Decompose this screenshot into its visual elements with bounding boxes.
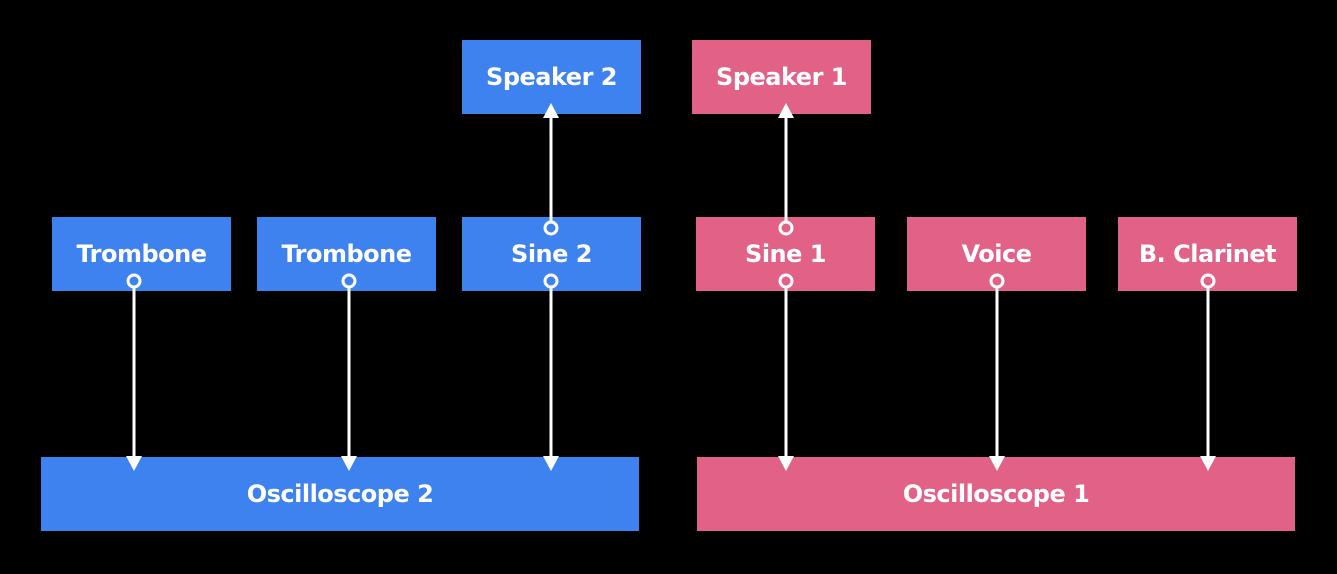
- arrowhead-down-icon: [126, 456, 142, 471]
- output-port-icon[interactable]: [778, 273, 794, 289]
- sine-1-label: Sine 1: [745, 240, 826, 268]
- trombone-label-2: Trombone: [281, 240, 412, 268]
- arrowhead-down-icon: [543, 456, 559, 471]
- arrowhead-down-icon: [341, 456, 357, 471]
- b-clarinet-label: B. Clarinet: [1138, 240, 1277, 268]
- voice-label: Voice: [961, 240, 1032, 268]
- arrowhead-down-icon: [778, 456, 794, 471]
- output-port-icon[interactable]: [543, 220, 559, 236]
- arrowhead-up-icon: [543, 103, 559, 118]
- speaker-2-node[interactable]: Speaker 2: [462, 40, 641, 114]
- oscilloscope-2-label: Oscilloscope 2: [246, 480, 434, 508]
- speaker-2-label: Speaker 2: [486, 63, 617, 91]
- oscilloscope-1-label: Oscilloscope 1: [902, 480, 1090, 508]
- output-port-icon[interactable]: [989, 273, 1005, 289]
- trombone-label-1: Trombone: [76, 240, 207, 268]
- trombone-node-2[interactable]: Trombone: [257, 217, 436, 291]
- speaker-1-label: Speaker 1: [716, 63, 847, 91]
- output-port-icon[interactable]: [126, 273, 142, 289]
- output-port-icon[interactable]: [1200, 273, 1216, 289]
- arrowhead-down-icon: [989, 456, 1005, 471]
- output-port-icon[interactable]: [341, 273, 357, 289]
- oscilloscope-1-node[interactable]: Oscilloscope 1: [697, 457, 1295, 531]
- arrowhead-up-icon: [778, 103, 794, 118]
- trombone-node-1[interactable]: Trombone: [52, 217, 231, 291]
- arrowhead-down-icon: [1200, 456, 1216, 471]
- speaker-1-node[interactable]: Speaker 1: [692, 40, 871, 114]
- output-port-icon[interactable]: [778, 220, 794, 236]
- output-port-icon[interactable]: [543, 273, 559, 289]
- sine-2-label: Sine 2: [511, 240, 592, 268]
- oscilloscope-2-node[interactable]: Oscilloscope 2: [41, 457, 639, 531]
